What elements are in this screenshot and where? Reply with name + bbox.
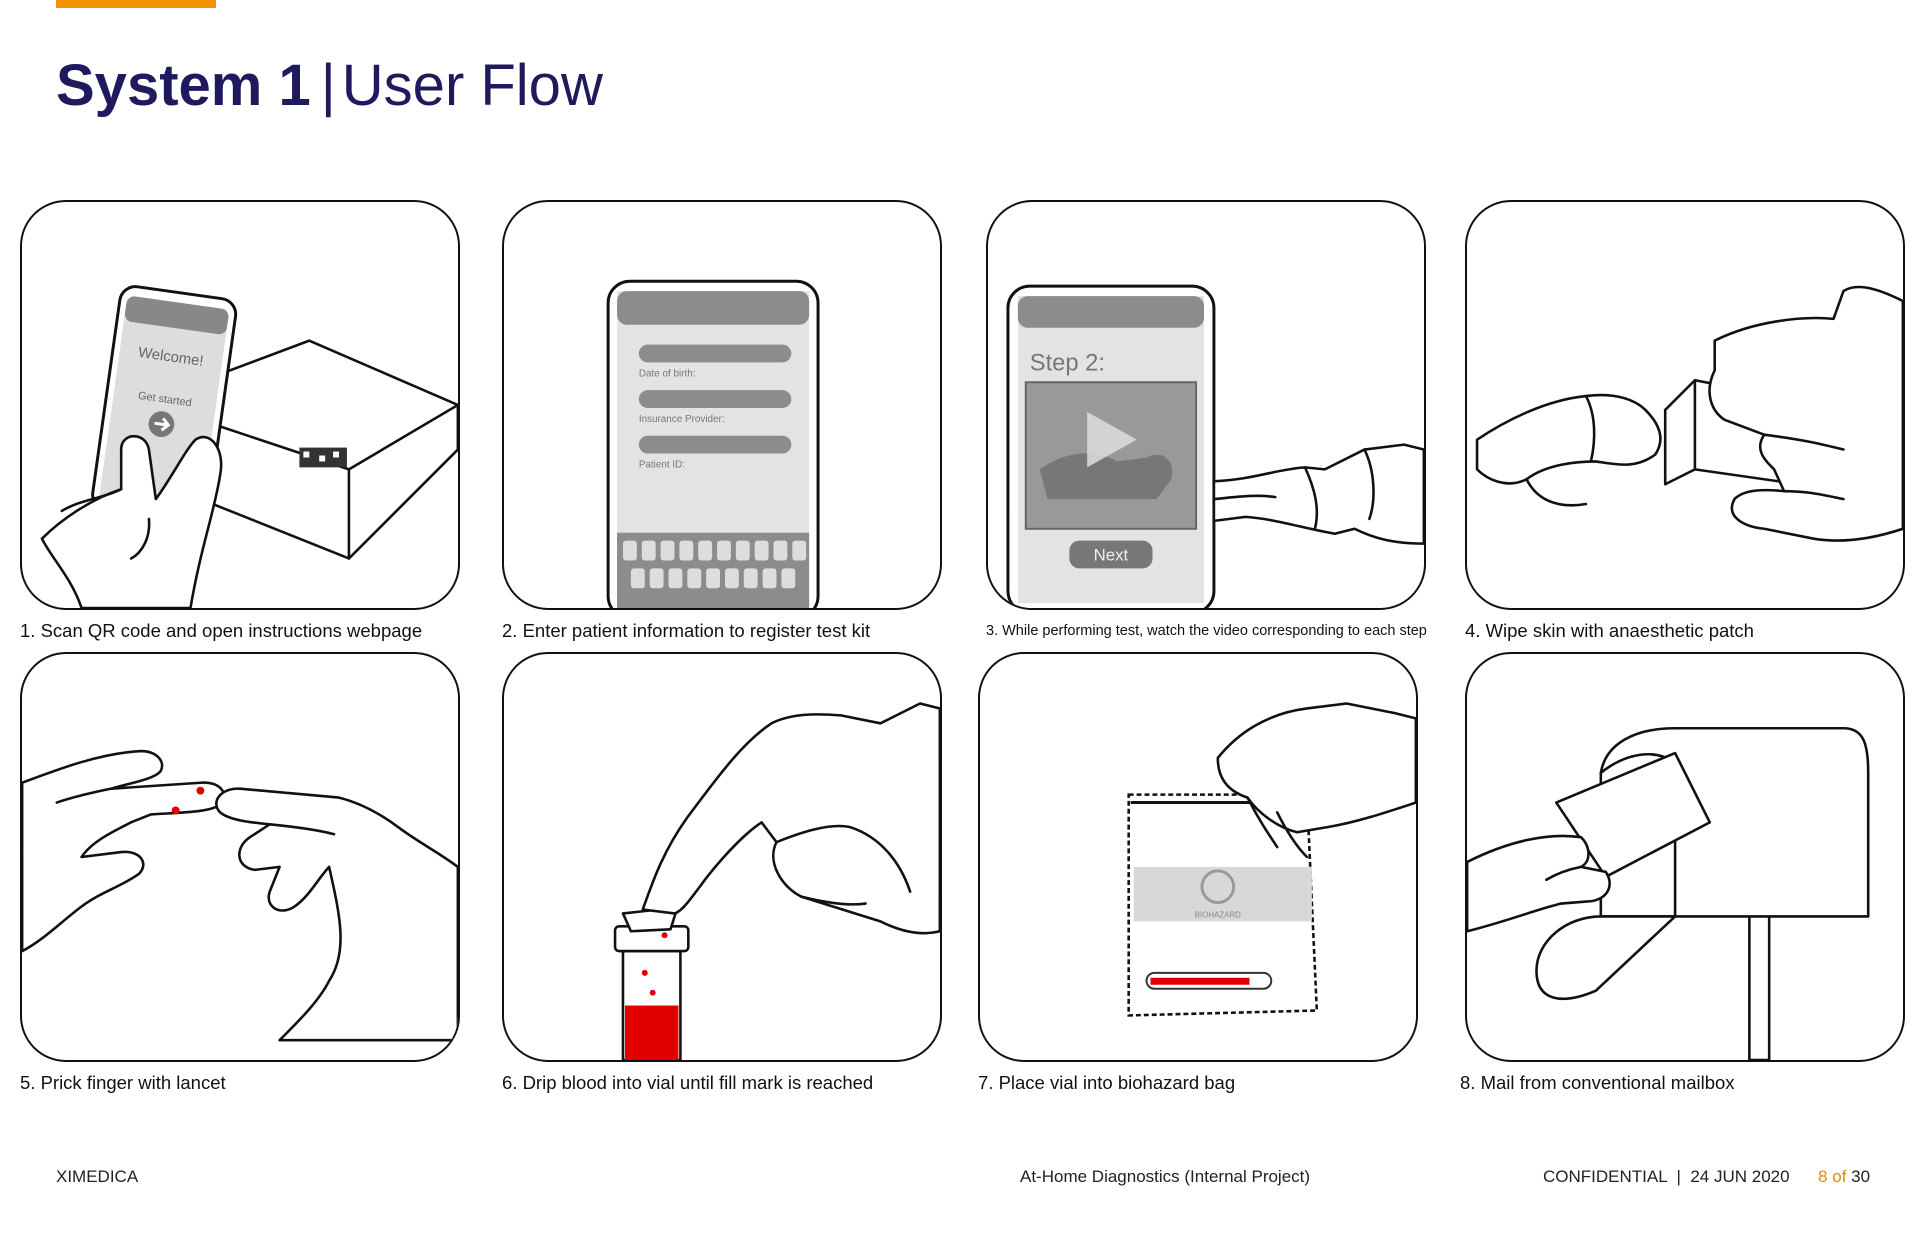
step-4-illustration [1465, 200, 1905, 610]
footer-confidential: CONFIDENTIAL | 24 JUN 2020 [1543, 1167, 1790, 1186]
step-7-illustration: BIOHAZARD [978, 652, 1418, 1062]
page-total: 30 [1851, 1167, 1871, 1186]
step-8-illustration [1465, 652, 1905, 1062]
step-2-caption: 2. Enter patient information to register… [502, 620, 871, 641]
step-1-illustration: Welcome! Get started [20, 200, 460, 610]
step-6-illustration [502, 652, 942, 1062]
accent-bar [56, 0, 216, 8]
step-2-illustration: Date of birth: Insurance Provider: Patie… [502, 200, 942, 610]
field-label-dob: Date of birth: [639, 368, 696, 379]
footer-project: At-Home Diagnostics (Internal Project) [1020, 1167, 1311, 1186]
phone-step-title: Step 2: [1030, 349, 1105, 376]
step-3-illustration: Step 2: Next [986, 200, 1426, 610]
step-1-caption: 1. Scan QR code and open instructions we… [20, 620, 423, 641]
step-6-caption: 6. Drip blood into vial until fill mark … [502, 1072, 874, 1093]
step-3-caption: 3. While performing test, watch the vide… [986, 623, 1427, 639]
footer-company: XIMEDICA [56, 1167, 139, 1186]
step-7-caption: 7. Place vial into biohazard bag [978, 1072, 1236, 1093]
next-button-label: Next [1094, 545, 1129, 564]
step-5-illustration [20, 652, 460, 1062]
page-of: of [1832, 1167, 1847, 1186]
step-8-caption: 8. Mail from conventional mailbox [1460, 1072, 1735, 1093]
step-5-caption: 5. Prick finger with lancet [20, 1072, 226, 1093]
page-title: System 1|User Flow [56, 53, 603, 118]
field-label-patient-id: Patient ID: [639, 459, 685, 470]
page-indicator: 8 of 30 [1818, 1167, 1870, 1187]
step-4-caption: 4. Wipe skin with anaesthetic patch [1465, 620, 1754, 641]
field-label-insurance: Insurance Provider: [639, 414, 725, 425]
page-current: 8 [1818, 1167, 1828, 1186]
biohazard-label: BIOHAZARD [1195, 910, 1241, 919]
